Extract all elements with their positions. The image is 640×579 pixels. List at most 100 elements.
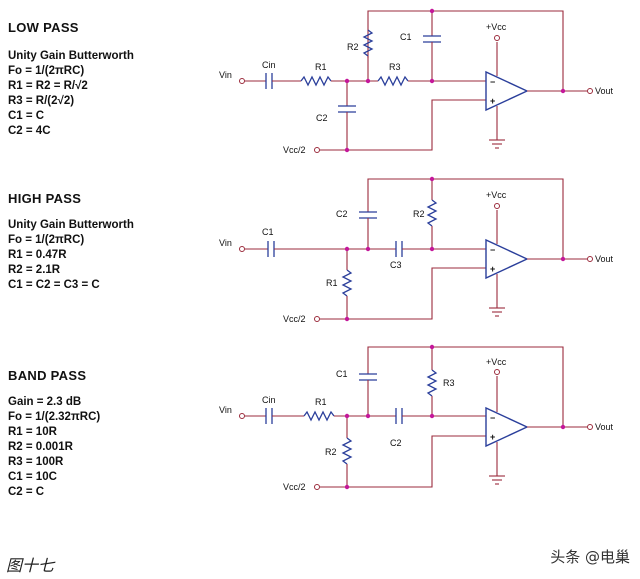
lowpass-r1-label: R1 [315,62,327,72]
lowpass-r1-resistor [300,75,332,87]
highpass-line-1: Unity Gain Butterworth [8,219,134,231]
highpass-c3-label: C3 [390,260,402,270]
bandpass-ground-icon [489,475,505,485]
bandpass-c2-capacitor [395,408,403,424]
bandpass-line-2: Fo = 1/(2.32πRC) [8,411,101,423]
lowpass-c2-capacitor [338,105,356,113]
bandpass-circuit: Vin Cin R1 R2 R3 C1 C2 +Vcc Vout Vcc/2 −… [219,344,614,492]
lowpass-line-4: R3 = R/(2√2) [8,95,75,107]
highpass-c1-label: C1 [262,227,274,237]
bandpass-line-4: R2 = 0.001R [8,441,73,453]
highpass-feedback-wire [367,178,564,259]
figure-caption: 图十七 [6,556,55,575]
lowpass-c1-capacitor [423,35,441,43]
lowpass-circuit: Vin Cin R1 R2 R3 C1 C2 +Vcc Vout Vcc/2 −… [219,8,614,155]
bandpass-line-3: R1 = 10R [8,426,57,438]
bandpass-line-1: Gain = 2.3 dB [8,396,82,408]
bandpass-line-6: C1 = 10C [8,471,57,483]
highpass-vcc2-terminal [314,316,320,322]
bandpass-r1-label: R1 [315,397,327,407]
bandpass-plus-sign: + [490,432,495,442]
bandpass-vin-terminal [239,413,245,419]
lowpass-title: LOW PASS [8,20,79,35]
lowpass-vin-terminal [239,78,245,84]
lowpass-minus-sign: − [490,77,495,87]
highpass-c1-capacitor [267,241,275,257]
highpass-r2-label: R2 [413,209,425,219]
highpass-ground-icon [489,307,505,317]
lowpass-r3-label: R3 [389,62,401,72]
lowpass-text: LOW PASS Unity Gain Butterworth Fo = 1/(… [8,20,134,139]
lowpass-vcc2-label: Vcc/2 [283,145,306,155]
bandpass-r1-resistor [303,410,335,422]
bandpass-minus-sign: − [490,413,495,423]
highpass-line-2: Fo = 1/(2πRC) [8,234,85,246]
bandpass-vcc-label: +Vcc [486,357,507,367]
highpass-line-5: C1 = C2 = C3 = C [8,279,100,291]
highpass-vcc-label: +Vcc [486,190,507,200]
bandpass-vout-terminal [587,424,593,430]
highpass-line-4: R2 = 2.1R [8,264,61,276]
bandpass-line-5: R3 = 100R [8,456,64,468]
bandpass-line-7: C2 = C [8,486,45,498]
highpass-r1-resistor [341,269,353,297]
bandpass-vcc2-label: Vcc/2 [283,482,306,492]
lowpass-r2-label: R2 [347,42,359,52]
lowpass-c1-label: C1 [400,32,412,42]
bandpass-c1-capacitor [359,373,377,381]
lowpass-vcc2-terminal [314,147,320,153]
highpass-text: HIGH PASS Unity Gain Butterworth Fo = 1/… [8,191,134,293]
lowpass-feedback-wire [367,10,564,91]
bandpass-vcc2-terminal [314,484,320,490]
lowpass-opamp [485,70,529,112]
lowpass-cin-label: Cin [262,60,276,70]
lowpass-vout-terminal [587,88,593,94]
lowpass-line-3: R1 = R2 = R/√2 [8,80,88,92]
bandpass-cin-capacitor [265,408,273,424]
bandpass-r2-label: R2 [325,447,337,457]
bandpass-r3-resistor [426,369,438,397]
highpass-vin-label: Vin [219,238,232,248]
highpass-vout-terminal [587,256,593,262]
highpass-c3-capacitor [395,241,403,257]
bandpass-opamp [485,406,529,448]
highpass-title: HIGH PASS [8,191,82,206]
lowpass-c2-label: C2 [316,113,328,123]
lowpass-ground-icon [489,139,505,149]
highpass-vin-terminal [239,246,245,252]
highpass-vcc2-label: Vcc/2 [283,314,306,324]
highpass-minus-sign: − [490,245,495,255]
lowpass-cin-capacitor [265,73,273,89]
highpass-c2-capacitor [359,211,377,219]
highpass-r1-label: R1 [326,278,338,288]
bandpass-vout-label: Vout [595,422,614,432]
bandpass-feedback-wire [367,346,564,427]
bandpass-cin-label: Cin [262,395,276,405]
highpass-line-3: R1 = 0.47R [8,249,67,261]
highpass-circuit: Vin C1 C2 C3 R1 R2 +Vcc Vout Vcc/2 − + [219,176,614,324]
lowpass-vcc-label: +Vcc [486,22,507,32]
lowpass-plus-sign: + [490,96,495,106]
highpass-r2-resistor [426,199,438,227]
watermark: 头条 @电巢 [550,548,630,566]
bandpass-c1-label: C1 [336,369,348,379]
lowpass-line-2: Fo = 1/(2πRC) [8,65,85,77]
bandpass-title: BAND PASS [8,368,87,383]
highpass-opamp [485,238,529,280]
bandpass-c2-label: C2 [390,438,402,448]
highpass-vout-label: Vout [595,254,614,264]
bandpass-vin-label: Vin [219,405,232,415]
lowpass-vout-label: Vout [595,86,614,96]
lowpass-vin-label: Vin [219,70,232,80]
lowpass-line-1: Unity Gain Butterworth [8,50,134,62]
lowpass-r3-resistor [377,75,409,87]
bandpass-r3-label: R3 [443,378,455,388]
bandpass-r2-resistor [341,437,353,465]
lowpass-line-6: C2 = 4C [8,125,51,137]
highpass-c2-label: C2 [336,209,348,219]
lowpass-r2-resistor [362,29,374,57]
bandpass-text: BAND PASS Gain = 2.3 dB Fo = 1/(2.32πRC)… [8,368,100,500]
highpass-plus-sign: + [490,264,495,274]
lowpass-line-5: C1 = C [8,110,45,122]
